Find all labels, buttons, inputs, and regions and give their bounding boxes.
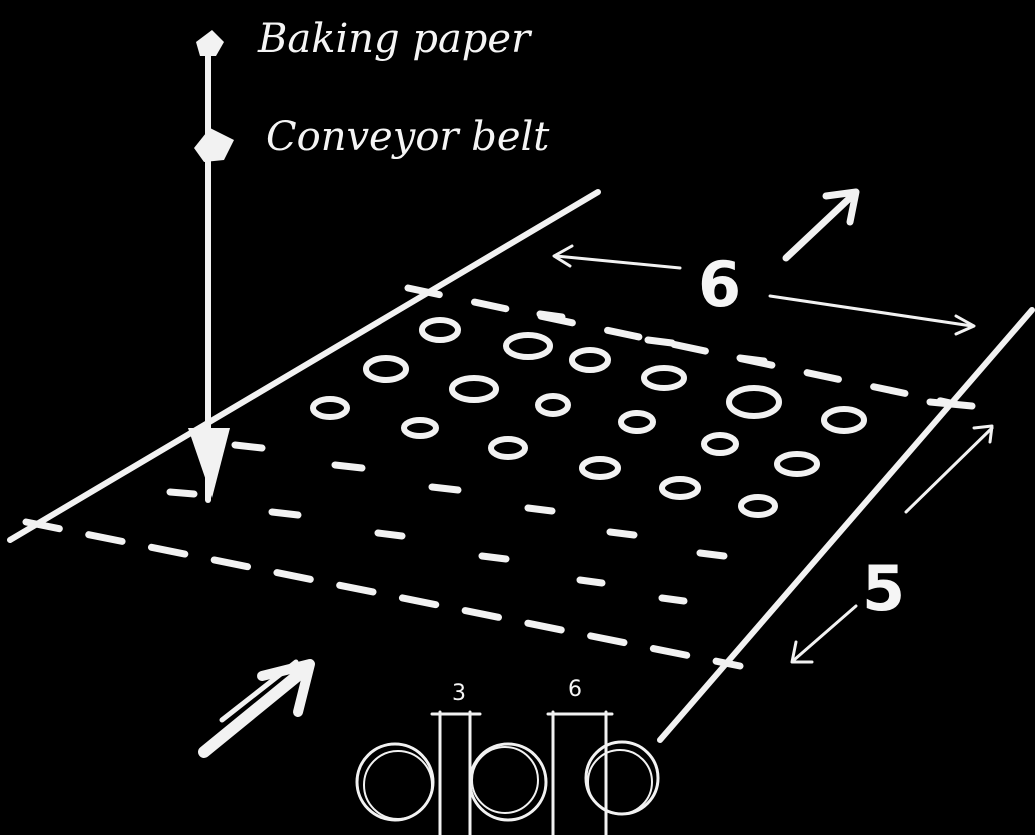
- bullet-marker-conveyor-belt: [194, 128, 234, 162]
- circle-note-b: 6: [568, 677, 582, 702]
- circle-note-a: 3: [452, 681, 466, 706]
- grid-dash: [648, 340, 672, 343]
- baking-paper-outline: [26, 288, 955, 666]
- grid-dash: [580, 580, 602, 583]
- bullet-marker-baking-paper: [196, 30, 224, 56]
- baking-paper-label: Baking paper: [257, 16, 533, 62]
- cookie: [704, 435, 736, 453]
- paper-bottom-edge: [26, 522, 740, 666]
- cookie: [366, 358, 406, 380]
- length-dimension: [792, 426, 992, 662]
- belt-back-edge: [10, 192, 598, 540]
- cookie: [452, 378, 496, 400]
- cookie: [422, 320, 458, 340]
- leader-arrowhead: [188, 428, 230, 498]
- grid-dash: [610, 532, 634, 535]
- belt-edges: [10, 192, 1032, 740]
- cookie: [404, 420, 436, 436]
- grid-dash: [930, 402, 972, 406]
- cookie: [662, 479, 698, 497]
- count-along-label: 5: [862, 552, 905, 625]
- grid-dash: [528, 508, 552, 511]
- dough-grid: [170, 314, 972, 601]
- movement-arrow-bottom: [204, 662, 310, 752]
- cookie: [313, 399, 347, 417]
- belt-front-edge: [660, 310, 1032, 740]
- grid-dash: [540, 314, 562, 317]
- width-dimension: [554, 246, 974, 334]
- grid-dash: [740, 358, 764, 361]
- cookie: [506, 335, 550, 357]
- grid-dash: [335, 465, 362, 468]
- cookie: [777, 454, 817, 474]
- grid-dash: [170, 492, 194, 494]
- count-across-label: 6: [698, 248, 741, 321]
- cookie: [491, 439, 525, 457]
- cookie: [741, 497, 775, 515]
- grid-dash: [700, 553, 724, 556]
- cookie: [572, 350, 608, 370]
- cookie: [644, 368, 684, 388]
- grid-dash: [662, 598, 684, 601]
- cookie: [582, 459, 618, 477]
- grid-dash: [235, 445, 262, 448]
- grid-dash: [432, 487, 458, 490]
- cookie: [824, 409, 864, 431]
- grid-dash: [378, 533, 402, 536]
- conveyor-belt-label: Conveyor belt: [266, 114, 550, 160]
- grid-dash: [482, 556, 506, 559]
- cookie: [729, 388, 779, 416]
- cookie: [621, 413, 653, 431]
- cookie: [538, 396, 568, 414]
- grid-dash: [272, 512, 298, 515]
- movement-arrow-top: [786, 192, 856, 258]
- circle-sketches: [357, 712, 658, 835]
